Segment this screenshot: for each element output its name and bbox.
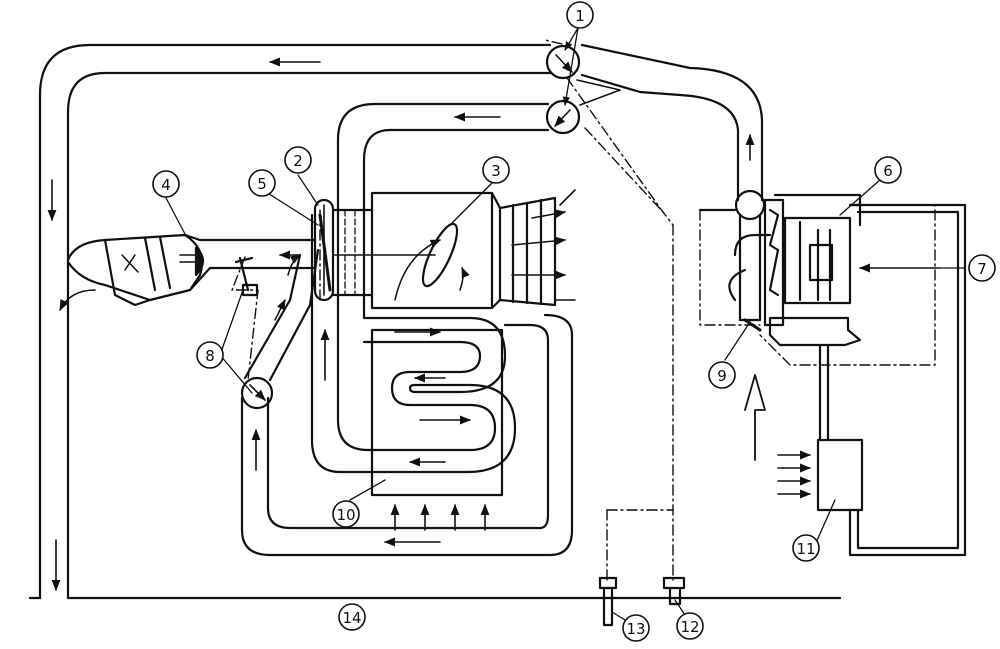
callout-circle: [676, 612, 704, 640]
callout-circle: [566, 1, 594, 29]
inner-recirculation-duct: [336, 102, 550, 212]
callout-number: 1: [575, 7, 585, 25]
callout-circle: [332, 500, 360, 528]
callout-number: 5: [257, 175, 267, 193]
callout-circle: [248, 169, 276, 197]
callout-13: 13: [622, 614, 650, 642]
callout-2: 2: [284, 146, 312, 174]
callout-circle: [152, 170, 180, 198]
callout-9: 9: [708, 361, 736, 389]
callout-1: 1: [566, 1, 594, 29]
callout-number: 6: [883, 162, 893, 180]
callout-circle: [196, 341, 224, 369]
callout-circle: [708, 361, 736, 389]
callout-number: 11: [796, 540, 815, 558]
callout-12: 12: [676, 612, 704, 640]
callout-number: 4: [161, 176, 171, 194]
callout-number: 14: [342, 609, 361, 627]
callout-number: 3: [491, 162, 501, 180]
callout-4: 4: [152, 170, 180, 198]
leader-lines: [164, 27, 966, 621]
heat-exchanger-unit: [370, 189, 576, 310]
callout-number: 13: [626, 620, 645, 638]
sensor-13: [598, 576, 618, 627]
callout-circle: [874, 156, 902, 184]
callout-number: 10: [336, 506, 355, 524]
callout-8: 8: [196, 341, 224, 369]
throttle-plate: [313, 198, 436, 302]
callout-number: 7: [977, 260, 987, 278]
callout-number: 8: [205, 347, 215, 365]
callout-7: 7: [968, 254, 996, 282]
bottom-return-loop: [240, 313, 574, 557]
callout-circle: [338, 603, 366, 631]
callout-number: 2: [293, 152, 303, 170]
callout-circle: [792, 534, 820, 562]
auxiliary-unit: [777, 203, 967, 557]
air-intake-assembly: [59, 233, 317, 312]
callout-14: 14: [338, 603, 366, 631]
callout-6: 6: [874, 156, 902, 184]
callout-3: 3: [482, 156, 510, 184]
callout-number: 12: [680, 618, 699, 636]
callout-circle: [622, 614, 650, 642]
outer-return-duct: [38, 43, 764, 600]
callout-circle: [968, 254, 996, 282]
callout-10: 10: [332, 500, 360, 528]
ground-line: [28, 589, 842, 600]
sensor-12: [662, 576, 686, 606]
serpentine-coil: [310, 208, 517, 531]
callout-number: 9: [717, 367, 727, 385]
diverter-valves: [545, 44, 621, 135]
callout-circle: [284, 146, 312, 174]
turbocharger-assembly: [698, 189, 941, 461]
callout-11: 11: [792, 534, 820, 562]
callout-circle: [482, 156, 510, 184]
callout-5: 5: [248, 169, 276, 197]
